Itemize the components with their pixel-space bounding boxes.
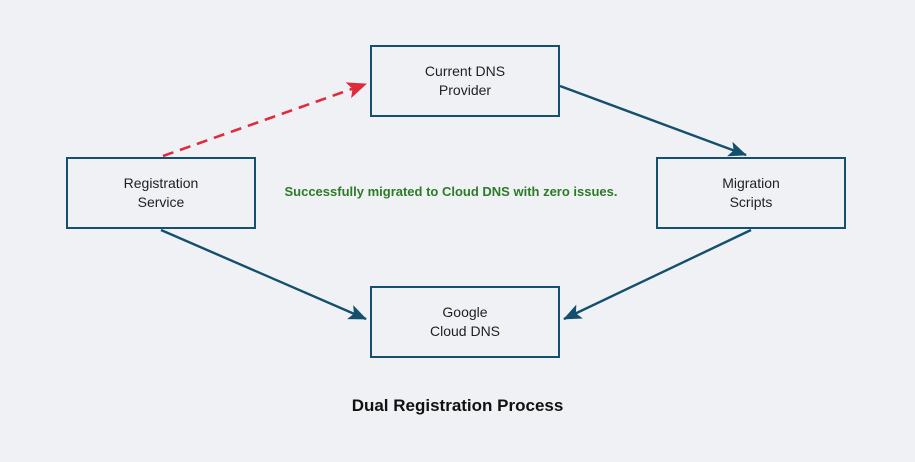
node-registration-service-label: Registration Service (123, 175, 199, 210)
node-google-cloud-dns-label: Google Cloud DNS (429, 304, 501, 339)
node-google-cloud-dns[interactable]: Google Cloud DNS (370, 286, 560, 358)
node-registration-service[interactable]: Registration Service (66, 157, 256, 229)
node-migration-scripts[interactable]: Migration Scripts (656, 157, 846, 229)
node-migration-scripts-label: Migration Scripts (722, 175, 780, 210)
status-message: Successfully migrated to Cloud DNS with … (284, 184, 618, 199)
edge-migration-to-google-dns (563, 228, 752, 321)
edge-registration-to-google-dns (160, 228, 367, 321)
diagram-title: Dual Registration Process (351, 396, 564, 415)
edge-registration-to-current-dns (162, 82, 367, 158)
edge-current-dns-to-migration (559, 84, 747, 157)
node-current-dns-provider[interactable]: Current DNS Provider (370, 45, 560, 117)
node-current-dns-provider-label: Current DNS Provider (424, 63, 506, 98)
